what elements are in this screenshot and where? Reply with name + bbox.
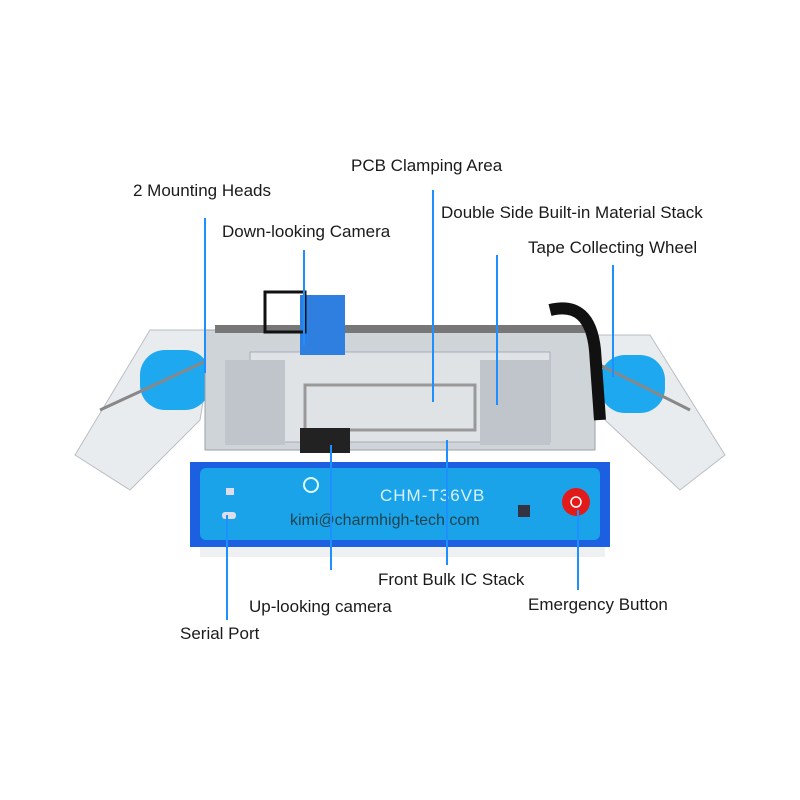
right-wing — [589, 334, 726, 491]
label-serial-port: Serial Port — [180, 624, 260, 643]
label-up-camera: Up-looking camera — [249, 597, 392, 616]
callout-line-tape-wheel — [612, 265, 614, 377]
callout-line-up-camera — [330, 445, 332, 570]
callout-line-mounting-heads — [204, 218, 206, 373]
label-pcb-clamping: PCB Clamping Area — [351, 156, 503, 175]
left-reel — [140, 350, 210, 410]
label-down-camera: Down-looking Camera — [222, 222, 391, 241]
mounting-head — [300, 295, 345, 355]
email-watermark: kimi@charmhigh-tech.com — [290, 512, 480, 529]
label-emergency: Emergency Button — [528, 595, 668, 614]
callout-line-front-ic — [446, 440, 448, 565]
label-material-stack: Double Side Built-in Material Stack — [441, 203, 703, 222]
right-reel — [600, 355, 665, 413]
callout-line-pcb-clamping — [432, 190, 434, 402]
callout-line-material-stack — [496, 255, 498, 405]
callout-line-serial-port — [226, 515, 228, 620]
model-name: CHM-T36VB — [380, 486, 486, 505]
label-mounting-heads: 2 Mounting Heads — [133, 181, 271, 200]
label-tape-wheel: Tape Collecting Wheel — [528, 238, 698, 257]
callout-line-emergency — [577, 510, 579, 590]
callout-line-down-camera — [303, 250, 305, 345]
emergency-button — [562, 488, 590, 516]
label-front-ic-stack: Front Bulk IC Stack — [378, 570, 525, 589]
